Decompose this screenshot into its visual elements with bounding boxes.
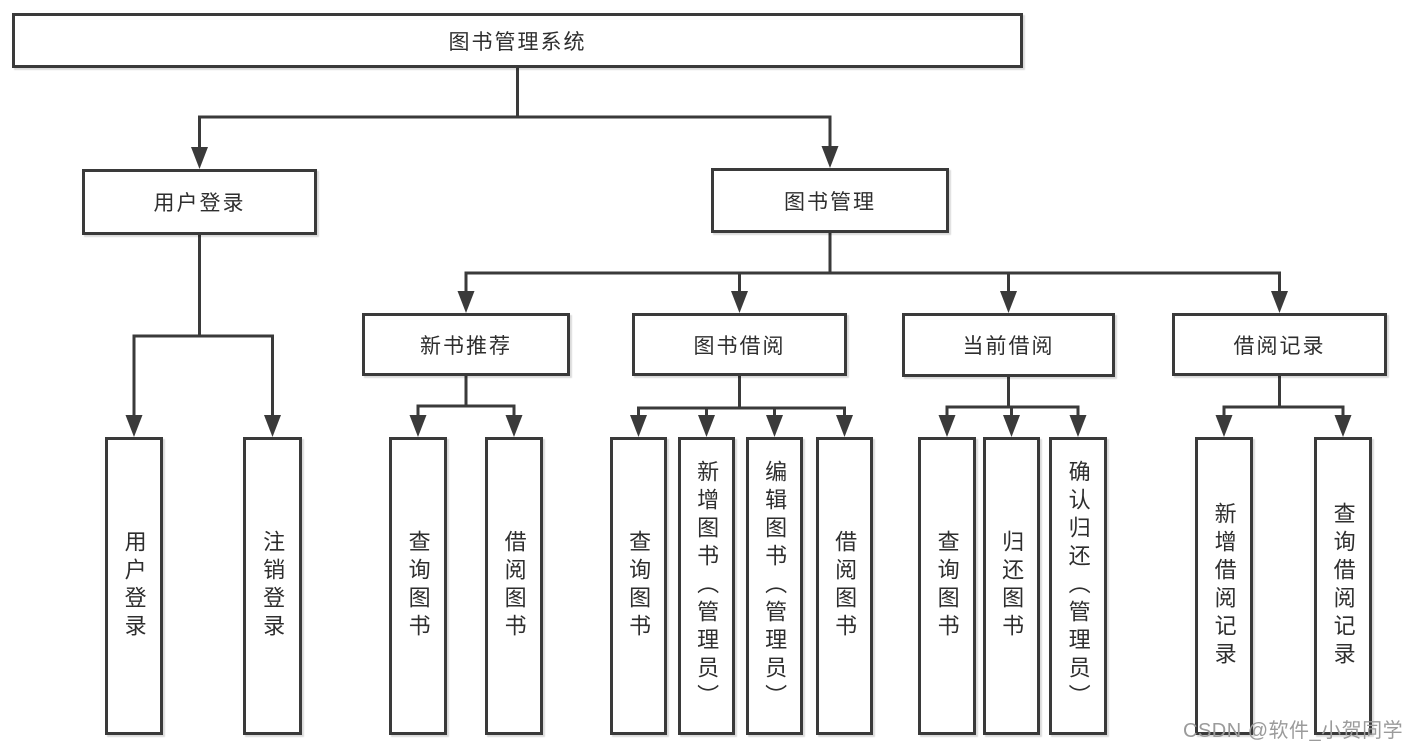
leaf-records-add-record: 新增借阅记录	[1195, 437, 1253, 735]
leaf-records-query-record: 查询借阅记录	[1314, 437, 1372, 735]
arrow-down-icon	[1003, 415, 1020, 437]
arrow-down-icon	[1069, 415, 1087, 437]
leaf-borrow-edit-books-admin: 编辑图书（管理员）	[746, 437, 803, 735]
node-label: 新增图书（管理员）	[694, 460, 720, 712]
leaf-current-return-books: 归还图书	[983, 437, 1040, 735]
node-label: 借阅图书	[832, 530, 858, 642]
connector-userlogin-to-leaves	[125, 235, 281, 437]
node-label: 用户登录	[153, 192, 246, 215]
connector-bookborrow-to-leaves	[630, 376, 853, 437]
arrow-down-icon	[191, 147, 208, 169]
node-label: 新书推荐	[420, 334, 512, 358]
leaf-newbook-borrow-books: 借阅图书	[485, 437, 543, 735]
leaf-borrow-add-books-admin: 新增图书（管理员）	[678, 437, 735, 735]
arrow-down-icon	[698, 415, 715, 437]
node-book-management-module: 图书管理	[711, 168, 949, 233]
leaf-current-query-books: 查询图书	[918, 437, 976, 735]
connector-newbook-to-leaves	[409, 376, 523, 437]
node-label: 查询借阅记录	[1330, 502, 1356, 670]
leaf-logout: 注销登录	[243, 437, 302, 735]
node-user-login-module: 用户登录	[82, 169, 317, 235]
arrow-down-icon	[1334, 415, 1352, 437]
node-current-borrow: 当前借阅	[902, 313, 1115, 377]
arrow-down-icon	[1271, 291, 1288, 313]
leaf-current-confirm-return-admin: 确认归还（管理员）	[1049, 437, 1107, 735]
leaf-user-login: 用户登录	[105, 437, 163, 735]
arrow-down-icon	[1215, 415, 1233, 437]
node-label: 查询图书	[626, 530, 652, 642]
leaf-newbook-query-books: 查询图书	[389, 437, 447, 735]
arrow-down-icon	[766, 415, 783, 437]
arrow-down-icon	[731, 291, 748, 313]
node-label: 查询图书	[934, 530, 960, 642]
connector-bookmgmt-to-level3	[457, 233, 1288, 313]
node-label: 查询图书	[405, 530, 431, 642]
connector-currentborrow-to-leaves	[938, 377, 1087, 437]
node-label: 当前借阅	[962, 335, 1055, 358]
connector-borrowrecords-to-leaves	[1215, 376, 1352, 437]
arrow-down-icon	[264, 415, 281, 437]
arrow-down-icon	[409, 415, 427, 437]
leaf-borrow-query-books: 查询图书	[610, 437, 667, 735]
node-label: 确认归还（管理员）	[1065, 460, 1091, 712]
node-new-book-recommend: 新书推荐	[362, 313, 570, 376]
arrow-down-icon	[125, 415, 143, 437]
arrow-down-icon	[938, 415, 956, 437]
leaf-borrow-borrow-books: 借阅图书	[816, 437, 873, 735]
node-label: 注销登录	[260, 530, 286, 642]
arrow-down-icon	[1000, 291, 1017, 313]
node-borrow-records: 借阅记录	[1172, 313, 1387, 376]
arrow-down-icon	[457, 291, 475, 313]
node-label: 图书管理系统	[448, 30, 587, 54]
arrow-down-icon	[821, 146, 839, 168]
node-label: 归还图书	[999, 530, 1025, 642]
node-root-system: 图书管理系统	[12, 13, 1023, 68]
node-label: 借阅记录	[1233, 334, 1326, 358]
arrow-down-icon	[630, 415, 647, 437]
node-label: 借阅图书	[501, 530, 527, 642]
node-label: 图书借阅	[693, 334, 786, 358]
node-label: 图书管理	[784, 190, 876, 214]
connector-root-to-level2	[191, 68, 839, 169]
node-label: 新增借阅记录	[1211, 502, 1237, 670]
node-label: 编辑图书（管理员）	[762, 460, 788, 712]
watermark: CSDN @软件_小贺同学	[1183, 720, 1404, 742]
arrow-down-icon	[505, 415, 523, 437]
node-book-borrow: 图书借阅	[632, 313, 847, 376]
arrow-down-icon	[836, 415, 853, 437]
node-label: 用户登录	[121, 530, 147, 642]
